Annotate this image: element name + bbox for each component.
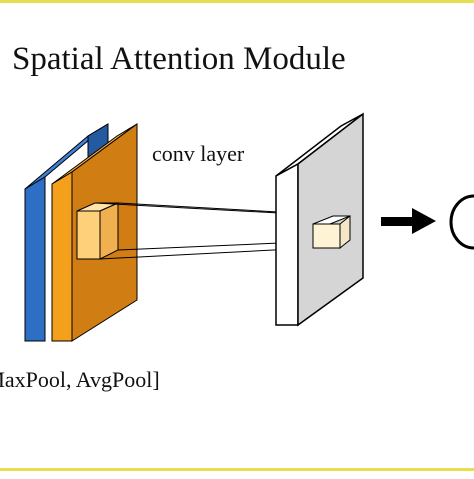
arrow-head: [412, 208, 436, 234]
pool-input-label: [MaxPool, AvgPool]: [0, 367, 160, 392]
arrow-right-icon: [381, 208, 436, 234]
output-cell: [312, 214, 351, 250]
arrow-shaft: [381, 217, 415, 226]
kernel-front: [76, 210, 101, 260]
frame-bottom: [0, 468, 474, 471]
avgpool-map-side: [51, 171, 73, 342]
maxpool-map-front: [24, 176, 46, 342]
conv-layer-label: conv layer: [152, 141, 245, 166]
output-cell-front: [312, 223, 341, 249]
kernel-cube: [76, 202, 119, 260]
diagram-title: Spatial Attention Module: [12, 41, 346, 77]
frame-top: [0, 0, 474, 3]
kernel-side: [99, 202, 119, 260]
conv-map-side: [275, 162, 299, 326]
sigmoid-circle-icon: [449, 194, 474, 250]
